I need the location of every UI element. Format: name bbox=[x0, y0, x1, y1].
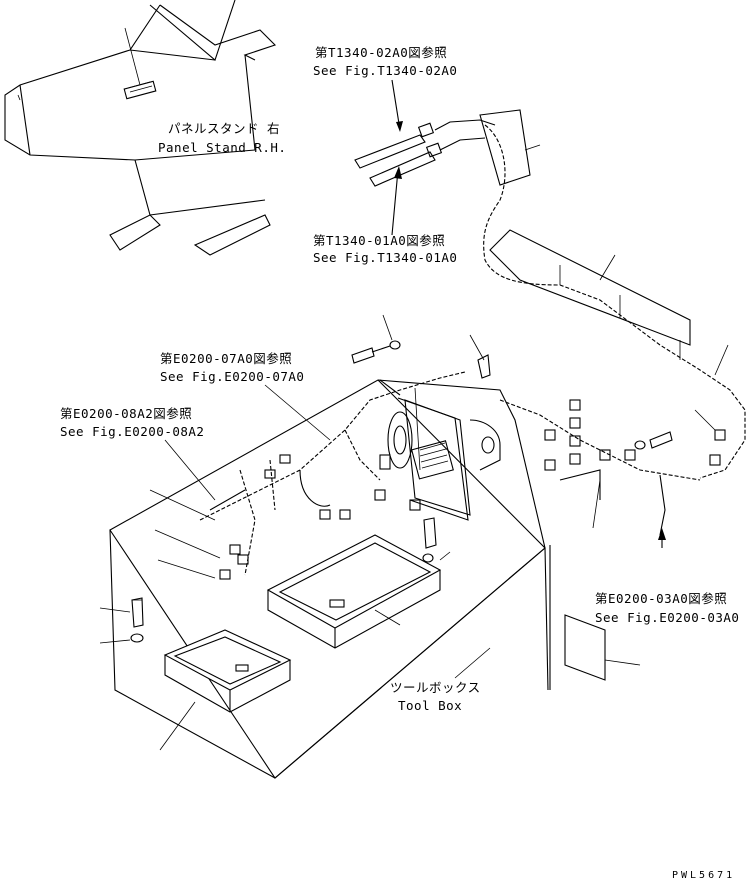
ref-e0200-03a0-arrow bbox=[658, 528, 666, 548]
tool-box-label-jp: ツールボックス bbox=[390, 680, 481, 695]
ref-t1340-02a0-arrow bbox=[391, 79, 403, 132]
ref-t1340-01a0-label-en: See Fig.T1340-01A0 bbox=[313, 250, 457, 265]
lower-harness bbox=[199, 371, 701, 580]
ref-e0200-03a0-label-jp: 第E0200-03A0図参照 bbox=[595, 591, 727, 606]
ref-t1340-01a0-label-jp: 第T1340-01A0図参照 bbox=[313, 233, 445, 248]
ref-t1340-01a0-arrow bbox=[391, 166, 402, 236]
ref-e0200-07a0-label-jp: 第E0200-07A0図参照 bbox=[160, 351, 292, 366]
panel-stand-label-jp: パネルスタンド 右 bbox=[168, 121, 280, 136]
controller-box-small bbox=[159, 629, 292, 751]
decal-plate bbox=[564, 614, 641, 681]
ref-t1340-02a0-label-jp: 第T1340-02A0図参照 bbox=[315, 45, 447, 60]
ref-e0200-08a2-label-jp: 第E0200-08A2図参照 bbox=[60, 406, 192, 421]
tool-box-label-en: Tool Box bbox=[398, 698, 462, 713]
panel-stand-rh bbox=[4, 0, 277, 256]
control-panel-plate bbox=[387, 397, 501, 521]
tool-box bbox=[109, 379, 551, 779]
ref-e0200-07a0-label-en: See Fig.E0200-07A0 bbox=[160, 369, 304, 384]
right-connectors bbox=[544, 399, 726, 536]
panel-stand-label-en: Panel Stand R.H. bbox=[158, 140, 286, 155]
controller-box-large bbox=[266, 517, 451, 649]
bolts-lower-left bbox=[99, 489, 221, 644]
bolts-top bbox=[351, 314, 491, 379]
ref-e0200-03a0-label-en: See Fig.E0200-03A0 bbox=[595, 610, 739, 625]
drawing-code: PWL5671 bbox=[672, 870, 735, 881]
upper-harness bbox=[483, 124, 746, 479]
ref-t1340-02a0-label-en: See Fig.T1340-02A0 bbox=[313, 63, 457, 78]
top-connectors bbox=[354, 109, 531, 187]
ref-e0200-08a2-label-en: See Fig.E0200-08A2 bbox=[60, 424, 204, 439]
